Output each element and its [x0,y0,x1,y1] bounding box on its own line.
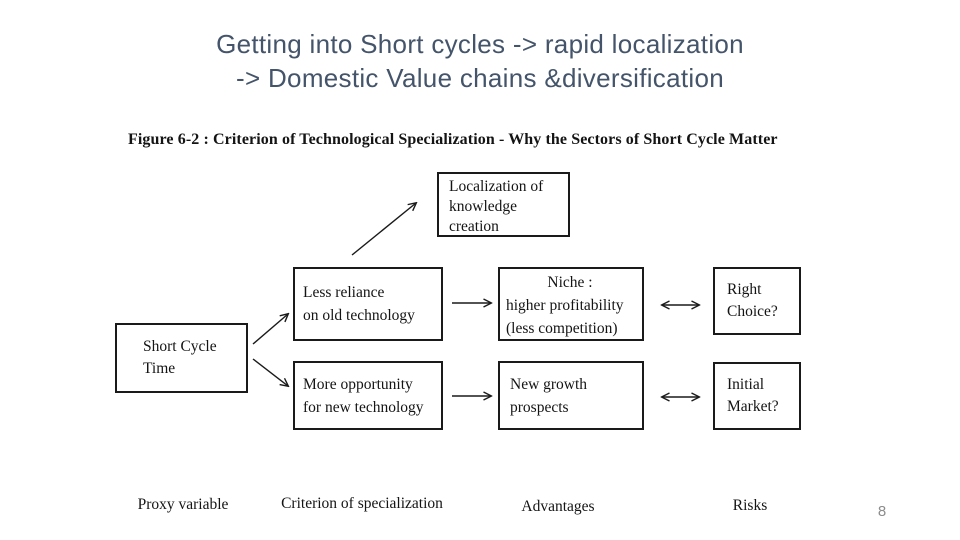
column-label-proxy-variable: Proxy variable [137,496,229,513]
box-line: Short Cycle [143,338,217,355]
box-line: Market? [727,398,779,415]
box-line: Localization of [449,178,544,195]
box-line: Time [143,360,176,377]
diagram-box-localization: Localization of knowledge creation [437,172,570,237]
diagram-box-more-opportunity: More opportunity for new technology [293,361,443,430]
box-line: Choice? [727,303,778,320]
box-line: Niche : [547,274,593,291]
box-line: for new technology [303,399,424,416]
box-line: knowledge [449,198,518,215]
page-number: 8 [877,503,887,520]
diagram-box-initial-market: Initial Market? [713,362,801,430]
slide-title-line2: -> Domestic Value chains &diversificatio… [236,63,724,93]
slide-title-line1: Getting into Short cycles -> rapid local… [216,29,744,59]
slide-title: Getting into Short cycles -> rapid local… [0,27,960,95]
box-line: higher profitability [506,297,624,314]
figure-caption: Figure 6-2 : Criterion of Technological … [128,131,778,148]
box-line: creation [449,218,499,235]
arrow-short-to-more-icon [252,358,288,386]
box-line: Less reliance [303,284,385,301]
box-line: New growth [510,376,588,393]
diagram-box-short-cycle-time: Short Cycle Time [115,323,248,393]
column-label-advantages: Advantages [521,498,595,515]
diagram-box-new-growth: New growth prospects [498,361,644,430]
diagram-box-niche: Niche : higher profitability (less compe… [498,267,644,341]
box-line: (less competition) [506,320,618,337]
arrow-short-to-less-icon [252,314,288,345]
box-line: on old technology [303,307,415,324]
box-line: prospects [510,399,569,416]
arrow-less-to-localization-icon [351,203,416,256]
box-line: Initial [727,376,765,393]
column-label-risks: Risks [732,497,768,514]
box-line: Right [727,281,762,298]
box-line: More opportunity [303,376,413,393]
diagram-box-less-reliance: Less reliance on old technology [293,267,443,341]
column-label-criterion: Criterion of specialization [281,495,443,512]
diagram-box-right-choice: Right Choice? [713,267,801,335]
